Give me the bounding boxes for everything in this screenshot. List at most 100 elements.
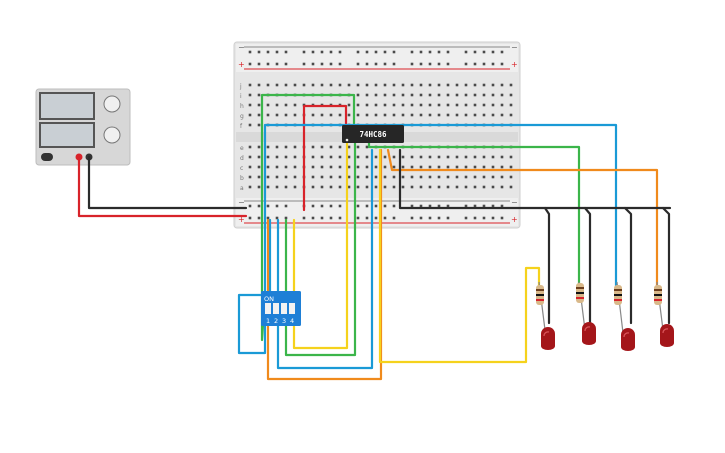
breadboard-hole — [491, 155, 495, 159]
breadboard-hole — [482, 62, 486, 66]
breadboard-hole — [365, 50, 369, 54]
breadboard-hole — [410, 175, 414, 179]
resistor-2[interactable] — [576, 281, 586, 331]
breadboard-hole — [329, 113, 333, 117]
breadboard-hole — [284, 83, 288, 87]
breadboard-hole — [482, 216, 486, 220]
breadboard-hole — [248, 83, 252, 87]
rail-plus-bottom-right: + — [511, 215, 518, 224]
wire-yellow-led[interactable] — [378, 148, 541, 364]
resistor-4[interactable] — [654, 281, 664, 331]
dip-toggle-1[interactable] — [265, 303, 271, 314]
breadboard-hole — [338, 204, 342, 208]
wire-green-switch-2[interactable] — [284, 138, 357, 357]
breadboard-hole — [347, 165, 351, 169]
wire-black-rail[interactable] — [398, 148, 672, 210]
wire-orange-led[interactable] — [386, 148, 659, 289]
breadboard-hole — [392, 165, 396, 169]
breadboard-hole — [347, 155, 351, 159]
dip-toggle-2[interactable] — [273, 303, 279, 314]
dip-toggle-3[interactable] — [281, 303, 287, 314]
chip-74hc86[interactable]: 74HC86 — [342, 125, 404, 143]
wire-red-psu[interactable] — [77, 155, 248, 218]
breadboard-hole — [446, 83, 450, 87]
breadboard-hole — [374, 175, 378, 179]
voltage-knob[interactable] — [103, 95, 121, 113]
breadboard-hole — [248, 93, 252, 97]
led-1[interactable] — [541, 327, 555, 350]
wire-green-led[interactable] — [367, 140, 581, 287]
breadboard-hole — [428, 216, 432, 220]
breadboard-hole — [311, 165, 315, 169]
breadboard-hole — [266, 113, 270, 117]
breadboard-hole — [428, 103, 432, 107]
breadboard-hole — [365, 165, 369, 169]
breadboard-hole — [338, 185, 342, 189]
breadboard-hole — [275, 185, 279, 189]
led-4[interactable] — [660, 324, 674, 347]
breadboard-hole — [428, 204, 432, 208]
resistor-1[interactable] — [536, 281, 546, 331]
wire-black-psu[interactable] — [87, 155, 248, 210]
breadboard-hole — [257, 123, 261, 127]
rail-minus-top-right: − — [511, 43, 518, 52]
breadboard-hole — [482, 165, 486, 169]
wire-yellow-switch[interactable] — [292, 140, 349, 350]
breadboard-hole — [257, 165, 261, 169]
breadboard-hole — [509, 185, 513, 189]
breadboard-hole — [266, 62, 270, 66]
breadboard-hole — [428, 50, 432, 54]
breadboard-hole — [374, 83, 378, 87]
chip-label: 74HC86 — [359, 130, 387, 139]
breadboard-hole — [248, 145, 252, 149]
dip-switch[interactable]: ON 1 2 3 4 — [261, 291, 301, 326]
breadboard-hole — [482, 155, 486, 159]
breadboard-hole — [437, 83, 441, 87]
breadboard-hole — [446, 185, 450, 189]
breadboard-hole — [491, 113, 495, 117]
breadboard-hole — [419, 165, 423, 169]
breadboard-hole — [257, 216, 261, 220]
current-knob[interactable] — [103, 126, 121, 144]
current-display — [39, 122, 95, 148]
breadboard-hole — [392, 113, 396, 117]
breadboard-hole — [257, 62, 261, 66]
breadboard-hole — [392, 50, 396, 54]
breadboard-hole — [482, 93, 486, 97]
power-supply[interactable] — [35, 88, 131, 166]
voltage-display — [39, 92, 95, 120]
breadboard-hole — [410, 83, 414, 87]
breadboard-hole — [374, 204, 378, 208]
breadboard-hole — [329, 216, 333, 220]
row-letter-i: i — [240, 93, 242, 100]
power-switch[interactable] — [41, 153, 53, 161]
wire-black-led-2[interactable] — [583, 206, 592, 325]
breadboard-hole — [383, 103, 387, 107]
breadboard-hole — [446, 175, 450, 179]
led-2[interactable] — [582, 322, 596, 345]
breadboard-hole — [320, 62, 324, 66]
resistors — [536, 281, 664, 334]
breadboard-hole — [428, 113, 432, 117]
wire-blue-long[interactable] — [237, 123, 618, 355]
led-3[interactable] — [621, 328, 635, 351]
breadboard-hole — [428, 62, 432, 66]
wire-black-led-1[interactable] — [543, 206, 551, 325]
wire-black-led-4[interactable] — [661, 206, 671, 325]
resistor-3[interactable] — [614, 281, 624, 334]
breadboard-hole — [419, 216, 423, 220]
dip-toggle-4[interactable] — [289, 303, 295, 314]
breadboard-hole — [329, 50, 333, 54]
breadboard-hole — [419, 175, 423, 179]
breadboard-hole — [248, 103, 252, 107]
breadboard-hole — [374, 62, 378, 66]
wire-red-chip-vcc[interactable] — [302, 104, 348, 212]
breadboard-hole — [365, 185, 369, 189]
wire-black-led-3[interactable] — [623, 206, 633, 325]
breadboard-hole — [455, 165, 459, 169]
breadboard-hole — [365, 216, 369, 220]
breadboard-hole — [437, 216, 441, 220]
breadboard-hole — [491, 83, 495, 87]
row-letter-g: g — [240, 113, 244, 120]
breadboard-hole — [446, 93, 450, 97]
